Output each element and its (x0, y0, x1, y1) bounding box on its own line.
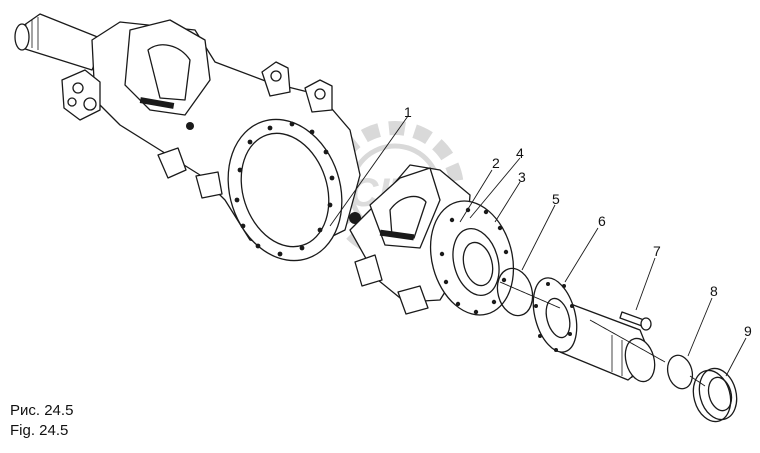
callout-3: 3 (518, 169, 526, 185)
callout-2: 2 (492, 155, 500, 171)
housing-flange (227, 118, 361, 262)
bolt-7 (619, 311, 652, 331)
callout-4: 4 (516, 145, 524, 161)
callout-7: 7 (653, 243, 661, 259)
left-axle-tube (14, 13, 106, 71)
o-ring-5 (496, 267, 534, 317)
assembly-axis-line (499, 281, 706, 387)
hub-flange (429, 200, 515, 316)
callout-8: 8 (710, 283, 718, 299)
callout-6: 6 (598, 213, 606, 229)
o-ring-8 (666, 354, 694, 390)
callout-5: 5 (552, 191, 560, 207)
thrust-ring-9 (692, 367, 738, 423)
callout-1: 1 (404, 104, 412, 120)
figure-caption-ru: Рис. 24.5 (10, 402, 74, 419)
callout-9: 9 (744, 323, 752, 339)
shaft-flange-6 (532, 277, 656, 383)
callout-leaders (329, 115, 747, 377)
callout-labels: 1 2 3 4 5 6 7 8 9 (404, 104, 752, 339)
figure-caption-en: Fig. 24.5 (10, 422, 69, 439)
